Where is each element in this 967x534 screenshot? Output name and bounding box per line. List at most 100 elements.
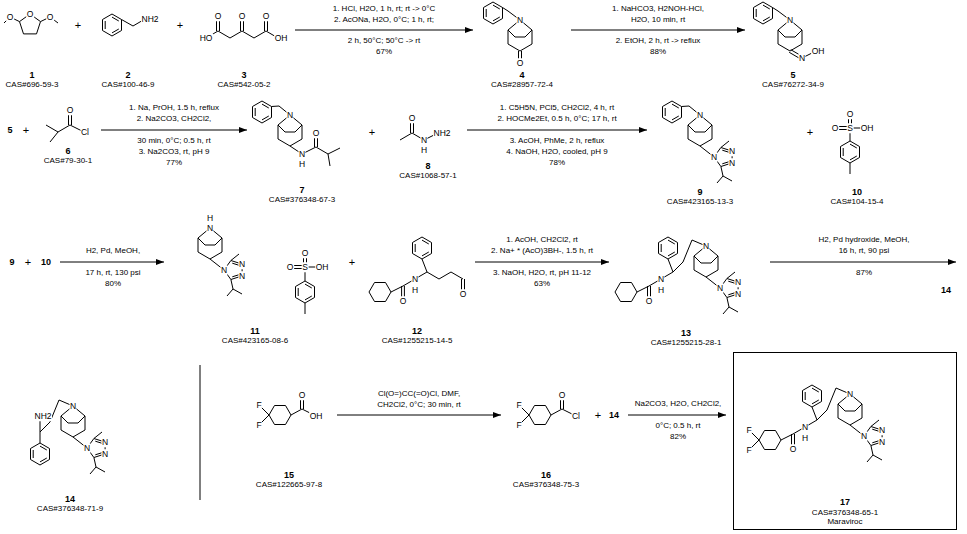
condition-text: 63%: [534, 280, 550, 288]
condition-text: 16 h, rt, 90 psi: [839, 247, 890, 255]
compound-ref: 14: [609, 411, 619, 420]
atom-label: N: [860, 431, 867, 441]
compound-number: 16: [541, 470, 551, 481]
bond-lines: [272, 106, 341, 166]
atom-label: N: [702, 241, 709, 251]
atom-label: H: [801, 433, 808, 443]
plus-sign: +: [75, 20, 81, 31]
cas-number: CAS#76272-34-9: [762, 80, 824, 90]
cas-number: CAS#376348-71-9: [37, 504, 103, 514]
atom-label: F: [516, 420, 522, 430]
condition-text: 1. HCl, H2O, 1 h, rt; rt -> 0°C: [333, 5, 436, 13]
cas-number: CAS#122665-97-8: [256, 480, 322, 490]
atom-label: O: [66, 105, 74, 115]
atom-label: S: [302, 262, 309, 272]
condition-text: 80%: [105, 280, 121, 288]
atom-label: N: [801, 422, 808, 432]
compound-node: 8CAS#1068-57-1: [392, 105, 464, 183]
atom-label: NH2: [141, 14, 159, 24]
atom-label: N: [734, 277, 741, 287]
atom-label: O: [46, 12, 54, 22]
atom-label: O: [214, 11, 222, 21]
reaction-arrow: [295, 30, 473, 31]
atom-label: N: [516, 15, 523, 25]
cyclohexane-ring: [615, 283, 637, 302]
atom-label: N: [657, 274, 664, 284]
compound-number: 6: [65, 146, 70, 157]
atom-label: OH: [860, 123, 874, 133]
compound-ref: 10: [41, 258, 51, 267]
atom-label: N: [878, 437, 885, 447]
atom-label: N: [786, 15, 793, 25]
atom-label: F: [256, 400, 262, 410]
atom-label: H: [657, 285, 664, 295]
atom-label: OH: [309, 411, 323, 421]
reaction-arrow: [467, 130, 647, 131]
atom-label: N: [298, 149, 305, 159]
reaction-arrow: [337, 415, 501, 416]
compound-number: 15: [284, 470, 294, 481]
atom-label: N: [878, 425, 885, 435]
cas-number: CAS#104-15-4: [831, 197, 884, 207]
atom-label: F: [516, 400, 522, 410]
atom-label: O: [789, 444, 797, 454]
atom-label: HO: [199, 33, 213, 43]
condition-text: 1. Na, PrOH, 1.5 h, reflux: [129, 104, 219, 112]
cas-number: CAS#100-46-9: [102, 80, 155, 90]
atom-label: O: [286, 262, 294, 272]
compound-number: 7: [299, 185, 304, 196]
atom-label: NH2: [34, 411, 52, 421]
cyclohexane-ring: [369, 283, 391, 302]
condition-text: Cl(O=)CC(=O)Cl, DMF,: [378, 390, 460, 398]
cas-number: CAS#28957-72-4: [491, 80, 553, 90]
atom-label: O: [238, 11, 246, 21]
condition-text: 1. AcOH, CH2Cl2, rt: [506, 236, 578, 244]
compound-node: 17CAS#376348-65-1Maraviroc: [733, 352, 957, 530]
atom-label: N: [101, 437, 108, 447]
compound-ref: 5: [7, 126, 12, 135]
atom-label: OH: [274, 33, 288, 43]
atom-label: O: [558, 390, 566, 400]
compound-number: 17: [840, 497, 850, 508]
reaction-arrow: [475, 262, 609, 263]
bond-lines: [40, 400, 87, 448]
atom-label: O: [846, 109, 854, 119]
plus-sign: +: [349, 257, 355, 268]
atom-label: N: [846, 389, 853, 399]
compound-number: 12: [412, 326, 422, 337]
atom-label: O: [301, 248, 309, 258]
cas-number: CAS#376348-75-3: [513, 480, 579, 490]
benzene-ring: [803, 385, 822, 407]
condition-text: 0°C; 0.5 h, rt: [656, 422, 701, 430]
atom-label: O: [26, 9, 34, 19]
benzene-ring: [663, 101, 682, 123]
condition-text: 17 h, rt, 130 psi: [85, 269, 140, 277]
atom-label: OH: [811, 46, 825, 56]
benzene-ring: [296, 281, 315, 303]
atom-label: NH2: [433, 128, 451, 138]
atom-label: O: [459, 289, 467, 299]
condition-text: Na2CO3, H2O, CH2Cl2,: [635, 400, 722, 408]
cas-number: CAS#376348-67-3: [269, 195, 335, 205]
atom-label: H: [206, 213, 213, 223]
atom-label: O: [408, 113, 416, 123]
bond-lines: [521, 396, 576, 423]
atom-label: N: [220, 265, 227, 275]
plus-sign: +: [595, 410, 601, 421]
compound-number: 8: [425, 161, 430, 172]
atom-label: O: [6, 12, 14, 22]
compound-number: 4: [519, 70, 524, 81]
atom-label: N: [734, 289, 741, 299]
condition-text: H2, Pd, MeOH,: [86, 247, 140, 255]
reaction-arrow: [770, 262, 956, 263]
plus-sign: +: [369, 127, 375, 138]
atom-label: O: [312, 128, 320, 138]
reaction-arrow: [628, 415, 726, 416]
condition-text: 2 h, 50°C; 50°C -> rt: [348, 37, 420, 45]
compound-number: 13: [681, 328, 691, 339]
atom-label: N: [101, 449, 108, 459]
cas-number: CAS#1068-57-1: [399, 171, 456, 181]
benzene-ring: [103, 14, 122, 36]
atom-label: N: [728, 146, 735, 156]
